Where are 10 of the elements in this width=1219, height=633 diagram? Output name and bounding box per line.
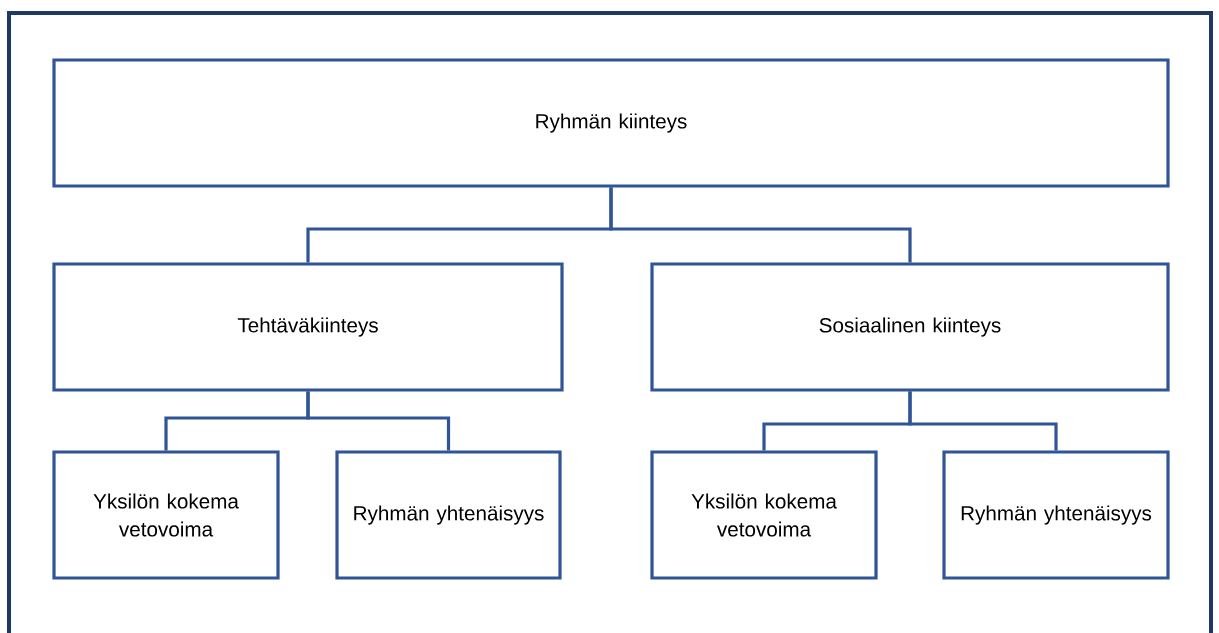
connector xyxy=(609,187,912,263)
cohesion-box: Ryhmän yhtenäisyys xyxy=(942,450,1170,580)
cohesion-box: Sosiaalinen kiinteys xyxy=(650,262,1170,392)
connector xyxy=(306,391,451,451)
cohesion-box: Yksilön kokema vetovoima xyxy=(52,450,280,580)
cohesion-box: Tehtäväkiinteys xyxy=(52,262,564,392)
connector xyxy=(908,391,1058,451)
cohesion-box: Yksilön kokema vetovoima xyxy=(650,450,878,580)
cohesion-box: Ryhmän yhtenäisyys xyxy=(335,450,562,580)
cohesion-box: Ryhmän kiinteys xyxy=(52,58,1170,188)
